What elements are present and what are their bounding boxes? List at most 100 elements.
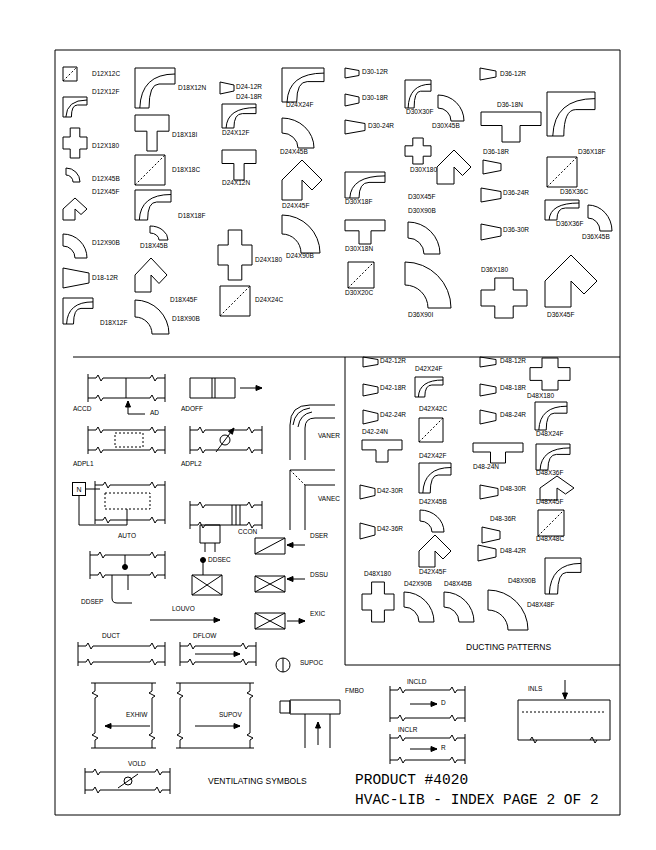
symbol-name: D42X90B: [404, 581, 432, 588]
duct-fitting: [478, 545, 496, 561]
duct-fitting: [480, 384, 496, 396]
symbol-name: SUPOC: [300, 660, 323, 667]
symbol-name: D48-24N: [473, 464, 499, 471]
diffuser-line: [255, 613, 285, 629]
symbol-name: DUCT: [102, 633, 120, 640]
duct-fitting: [405, 80, 431, 108]
duct-fitting: [135, 115, 169, 151]
duct-fitting: [415, 377, 443, 397]
duct-end: [90, 551, 91, 579]
symbol-name: D42-24N: [362, 429, 388, 436]
duct-end: [91, 683, 156, 684]
outlet-line: [283, 658, 284, 672]
duct-line: [88, 447, 165, 453]
duct-line: [180, 659, 256, 665]
symbol-name: D18X45F: [170, 297, 197, 304]
duct-line: [190, 427, 262, 433]
duct-line: [180, 643, 256, 649]
symbol-name: D48-24R: [500, 412, 526, 419]
duct-line: [390, 687, 465, 693]
duct-fitting: [444, 592, 474, 622]
duct-fitting: [588, 205, 612, 231]
control-line: [86, 489, 100, 490]
fan-line: [305, 714, 306, 748]
symbol-name: R: [441, 745, 446, 752]
duct-fitting: [222, 150, 256, 180]
duct-fitting: [140, 74, 175, 108]
duct-fitting: [405, 138, 431, 164]
symbol-name: D24X45B: [280, 149, 308, 156]
duct-end: [176, 748, 254, 749]
symbol-name: D12X12C: [92, 71, 120, 78]
symbol-name: INCLR: [398, 727, 418, 734]
symbol-name: D42-36R: [377, 526, 403, 533]
symbol-name: SUPOV: [219, 712, 242, 719]
symbol-name: D48X36F: [536, 470, 563, 477]
symbol-name: D24X24C: [255, 297, 283, 304]
arrow-head: [287, 577, 293, 582]
duct-line: [390, 715, 465, 721]
damper-plate: [115, 433, 143, 447]
symbol-name: D12X45F: [92, 189, 119, 196]
symbol-name: D36-24R: [503, 190, 529, 197]
duct-fitting: [437, 150, 471, 184]
duct-end: [176, 683, 254, 684]
arrow-head: [563, 693, 568, 699]
leader-line: [125, 555, 126, 565]
duct-line: [390, 735, 465, 741]
diffuser-line: [192, 575, 222, 595]
symbol-name: D30X18F: [345, 199, 372, 206]
symbol-name: D36X45B: [582, 234, 610, 241]
duct-fitting: [418, 380, 443, 397]
grille-box: [255, 613, 285, 629]
duct-fitting: [63, 128, 87, 158]
symbol-name: D48-30R: [500, 486, 526, 493]
duct-fitting: [348, 262, 374, 288]
symbol-name: D36X18F: [578, 149, 605, 156]
arrow-line: [105, 726, 150, 727]
duct-fitting: [363, 410, 378, 424]
duct-fitting: [419, 535, 451, 567]
symbol-name: D42X24F: [415, 366, 442, 373]
duct-fitting: [135, 190, 171, 220]
symbol-name: D12X180: [92, 143, 119, 150]
coil-line: [232, 505, 233, 525]
arrow-head: [316, 722, 321, 728]
duct-fitting: [282, 118, 314, 148]
diffuser-line: [255, 613, 285, 629]
arrow-line: [195, 654, 240, 655]
symbol-name: D12X45B: [92, 176, 120, 183]
duct-fitting: [220, 286, 250, 316]
duct-fitting: [350, 176, 385, 198]
symbol-name: D48X180: [527, 393, 554, 400]
damper-blade: [118, 774, 138, 788]
arrow-head: [234, 724, 240, 729]
symbol-name: D30X30F: [406, 109, 433, 116]
duct-fitting: [363, 384, 378, 396]
symbol-name: D18X18F: [178, 213, 205, 220]
control-line: [79, 496, 127, 525]
duct-fitting: [545, 255, 597, 307]
leader-line: [203, 562, 204, 575]
duct-end: [256, 642, 257, 666]
symbol-name: D36X90I: [408, 312, 433, 319]
diffuser-box: [255, 576, 285, 592]
turning-vane: [290, 470, 305, 485]
auto-damper: [105, 493, 150, 509]
symbol-name: D48-42R: [500, 548, 526, 555]
duct-fitting: [63, 268, 89, 288]
duct-fitting: [345, 94, 359, 106]
symbol-name: D18X18I: [172, 132, 197, 139]
duct-fitting: [348, 262, 374, 288]
symbol-name: D24X24F: [286, 102, 313, 109]
symbol-name: D36X45F: [547, 312, 574, 319]
symbol-name: D12X12F: [92, 89, 119, 96]
duct-end: [390, 734, 391, 764]
symbol-name: D24-18R: [236, 94, 262, 101]
duct-fitting: [66, 168, 80, 182]
symbol-name: D18X90B: [172, 316, 200, 323]
symbol-name: ADOFF: [181, 406, 203, 413]
duct-fitting: [538, 510, 564, 536]
symbol-name: CCON: [238, 529, 257, 536]
